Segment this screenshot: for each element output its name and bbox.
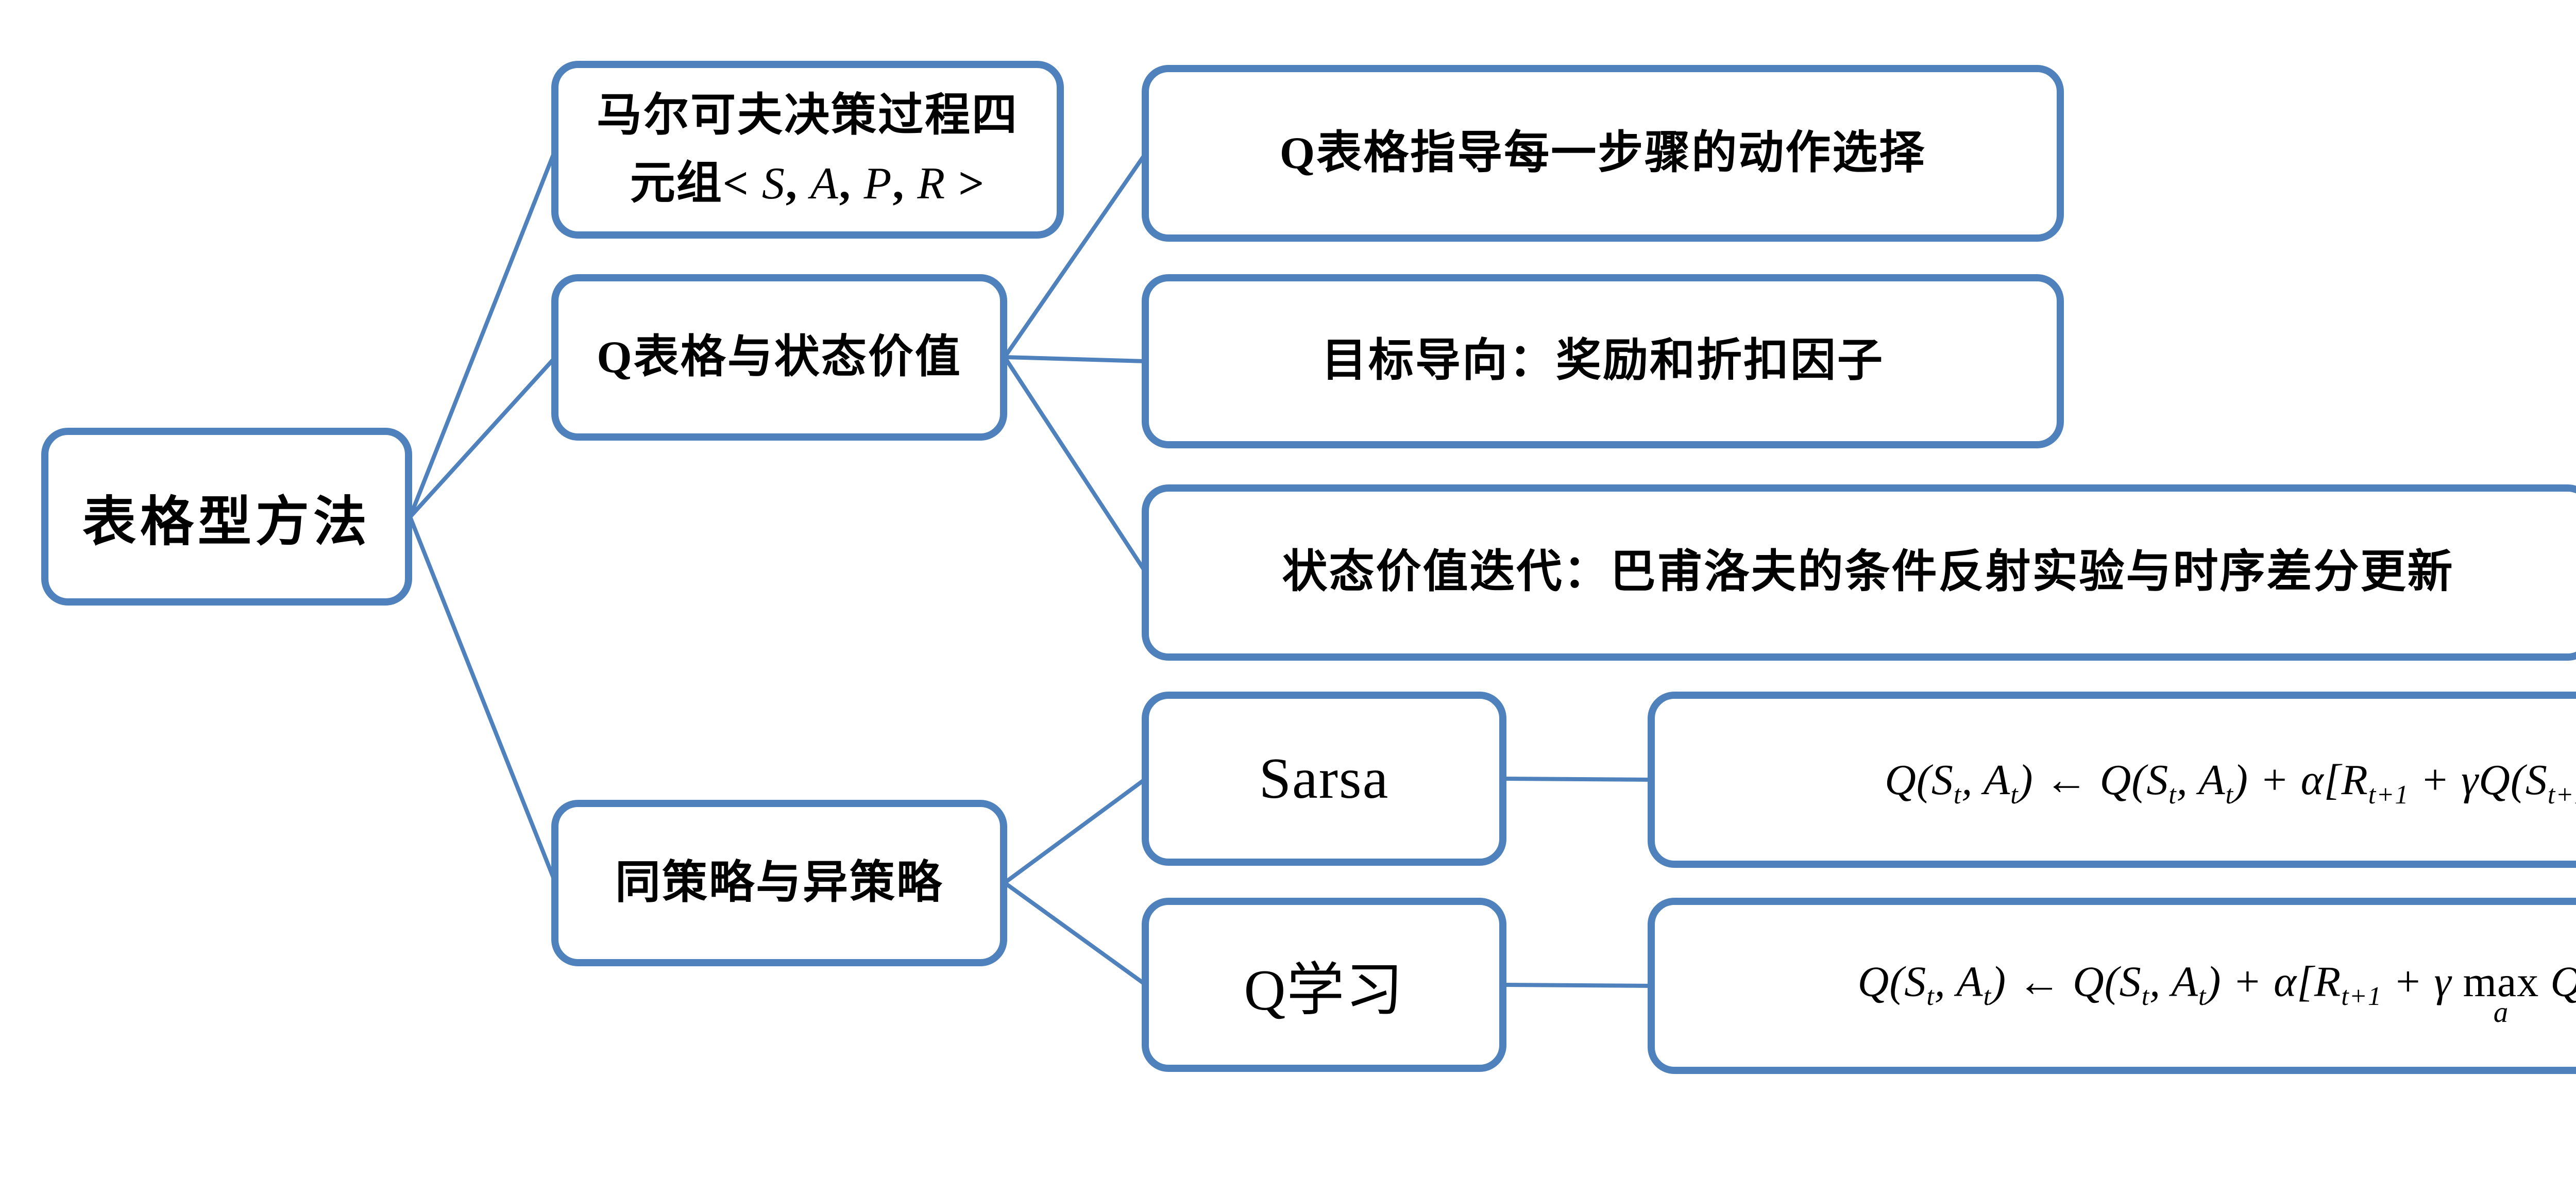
mdp-tuple-line1: 马尔可夫决策过程四 <box>596 90 1019 141</box>
leaf-sarsa: Sarsa <box>1142 692 1506 866</box>
connector-root-onoff <box>408 516 557 884</box>
connector-qlearn-formula <box>1504 983 1652 988</box>
connector-root-mdp <box>408 148 557 518</box>
node-mdp-tuple-text: 马尔可夫决策过程四 元组< S, A, P, R > <box>597 82 1019 218</box>
formula-sarsa-update-text: Q(St, At) ← Q(St, At) + α[Rt+1 + γQ(St+1… <box>1885 756 2576 810</box>
leaf-q-learning: Q学习 <box>1142 898 1506 1072</box>
leaf-q-table-guides-actions-label: Q表格指导每一步骤的动作选择 <box>1279 128 1926 178</box>
leaf-goal-oriented-reward-discount-label: 目标导向：奖励和折扣因子 <box>1321 336 1884 387</box>
leaf-q-learning-label: Q学习 <box>1244 959 1404 1022</box>
mdp-tuple-line2: 元组< S, A, P, R > <box>630 158 986 209</box>
leaf-q-table-guides-actions: Q表格指导每一步骤的动作选择 <box>1142 65 2064 242</box>
connector-qtable-viter <box>1003 356 1148 574</box>
node-tabular-methods-root: 表格型方法 <box>41 428 412 606</box>
leaf-sarsa-label: Sarsa <box>1259 746 1389 811</box>
node-q-table-state-value: Q表格与状态价值 <box>551 274 1007 441</box>
node-tabular-methods-label: 表格型方法 <box>82 493 371 552</box>
formula-sarsa-update: Q(St, At) ← Q(St, At) + α[Rt+1 + γQ(St+1… <box>1648 692 2576 868</box>
connector-onoff-sarsa <box>1003 777 1147 885</box>
node-mdp-tuple: 马尔可夫决策过程四 元组< S, A, P, R > <box>551 61 1064 239</box>
node-on-policy-off-policy: 同策略与异策略 <box>551 800 1007 966</box>
connector-onoff-qlearn <box>1003 881 1147 987</box>
leaf-state-value-iteration: 状态价值迭代：巴甫洛夫的条件反射实验与时序差分更新 <box>1142 484 2576 661</box>
leaf-goal-oriented-reward-discount: 目标导向：奖励和折扣因子 <box>1142 274 2064 448</box>
connector-sarsa-formula <box>1504 777 1652 782</box>
node-q-table-state-value-label: Q表格与状态价值 <box>597 332 962 382</box>
connector-root-qtable <box>409 356 557 518</box>
leaf-state-value-iteration-label: 状态价值迭代：巴甫洛夫的条件反射实验与时序差分更新 <box>1282 547 2454 598</box>
connector-qtable-goal <box>1004 355 1146 363</box>
node-on-policy-off-policy-label: 同策略与异策略 <box>615 858 943 908</box>
connector-qtable-qguide <box>1003 152 1148 359</box>
